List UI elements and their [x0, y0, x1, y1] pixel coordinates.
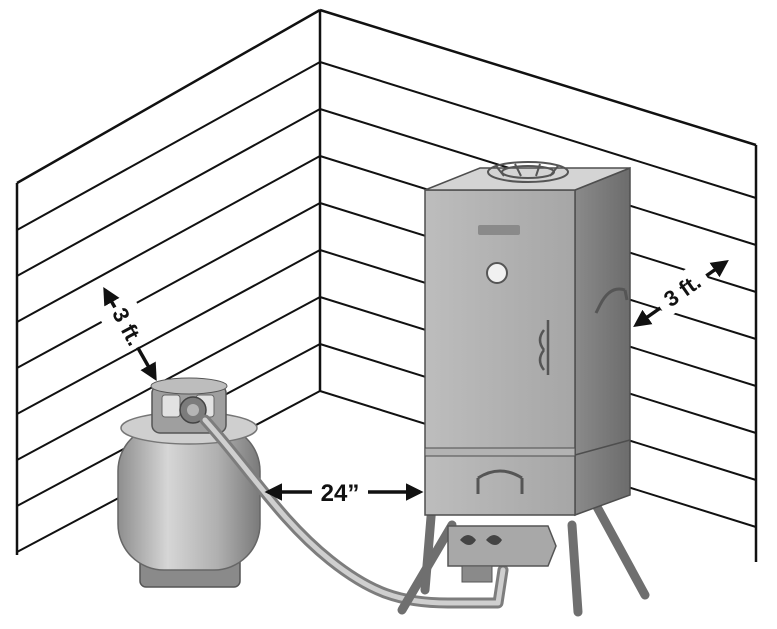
siding-line	[319, 61, 757, 199]
siding-line	[16, 249, 321, 415]
siding-line	[16, 202, 321, 369]
tank-valve	[179, 396, 207, 424]
hose-distance-label: 24”	[321, 480, 360, 507]
burner-box	[447, 525, 557, 583]
door-latch	[538, 320, 550, 375]
wall-edges	[15, 8, 758, 562]
siding-line	[16, 155, 321, 323]
lower-door-handle	[476, 469, 524, 494]
siding-line	[16, 61, 321, 231]
smoker-legs	[397, 500, 650, 617]
propane-tank	[117, 377, 261, 588]
brand-badge	[478, 225, 520, 235]
temperature-gauge	[486, 262, 508, 284]
siding-line	[16, 296, 321, 461]
side-handle	[594, 287, 629, 314]
vertical-gas-smoker	[397, 161, 650, 617]
siding-line	[16, 108, 321, 277]
left-wall-siding	[16, 61, 321, 553]
top-vent	[487, 161, 569, 183]
gas-hose	[199, 414, 509, 609]
